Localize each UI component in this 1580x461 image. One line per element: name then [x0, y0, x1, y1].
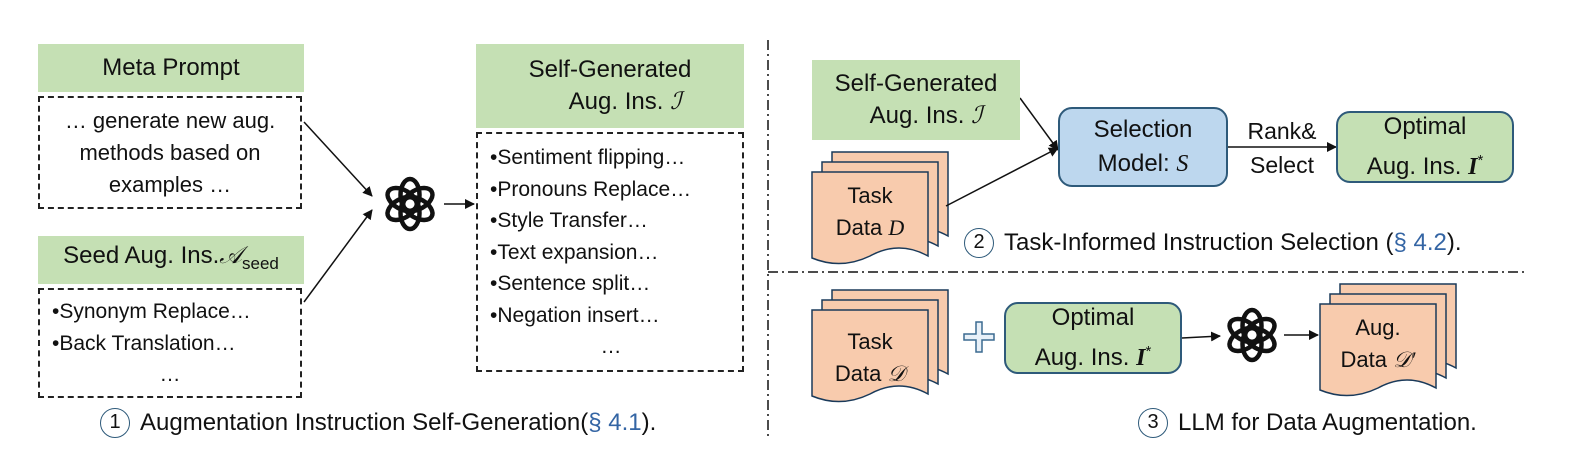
list-item: •Style Transfer…	[490, 209, 648, 232]
list-item: …	[600, 335, 622, 358]
task-text: Data	[834, 361, 882, 386]
seed-title-sub: seed	[241, 253, 279, 273]
arrow-optimal-to-llm	[1181, 331, 1221, 342]
rank-select-label: Rank& Select	[1232, 114, 1332, 182]
self-gen-title-line1: Self-Generated	[528, 56, 692, 83]
rank-line1: Rank&	[1247, 118, 1317, 144]
list-item: …	[159, 363, 181, 386]
meta-prompt-line: … generate new aug.	[64, 107, 276, 133]
selection-line1: Selection	[1093, 116, 1193, 143]
section-ref-link[interactable]: § 4.2	[1393, 229, 1447, 256]
aug-line1: Aug.	[1355, 315, 1401, 340]
task-line2: Data D	[812, 212, 928, 244]
self-gen-line1: Self-Generated	[834, 70, 998, 97]
seed-header: Seed Aug. Ins.𝒜seed	[38, 236, 304, 284]
optimal-box-2: Optimal Aug. Ins. I*	[1336, 111, 1514, 183]
openai-logo-icon	[384, 179, 437, 229]
selection-math: S	[1176, 151, 1189, 177]
optimal-text: Aug. Ins.	[1034, 344, 1130, 371]
seed-title-text: Seed Aug. Ins.	[63, 242, 220, 270]
openai-logo-icon	[1226, 310, 1279, 360]
list-item: •Pronouns Replace…	[490, 177, 692, 201]
task-line1: Task	[847, 329, 893, 354]
task-text: Data	[835, 215, 883, 240]
self-gen-header: Self-Generated Aug. Ins. ℐ	[476, 44, 744, 128]
aug-line2: Data 𝒟′	[1320, 344, 1436, 376]
task-line2: Data 𝒟	[812, 358, 928, 390]
meta-prompt-line: methods based on	[79, 139, 261, 165]
seed-title: Seed Aug. Ins.𝒜seed	[63, 240, 279, 280]
task-line1: Task	[847, 183, 893, 208]
aug-text: Data	[1340, 347, 1387, 372]
caption-section3: 3 LLM for Data Augmentation.	[1138, 408, 1477, 438]
selection-model-box: Selection Model: S	[1058, 107, 1228, 187]
self-gen-text: Aug. Ins.	[869, 102, 965, 129]
meta-prompt-header: Meta Prompt	[38, 44, 304, 92]
optimal-sup: *	[1477, 152, 1484, 169]
list-item: •Sentence split…	[490, 272, 651, 295]
list-item: •Synonym Replace…	[52, 300, 251, 323]
list-item: •Negation insert…	[490, 303, 660, 327]
selection-line2: Model: S	[1098, 147, 1189, 181]
caption-end: ).	[1446, 229, 1462, 256]
self-gen-math: ℐ	[971, 103, 983, 129]
selection-text: Model:	[1097, 150, 1170, 177]
list-item: •Back Translation…	[52, 331, 236, 355]
self-gen-list: •Sentiment flipping… •Pronouns Replace… …	[476, 132, 744, 372]
arrow-seed-to-llm	[303, 209, 373, 303]
self-gen-title-text: Aug. Ins.	[568, 88, 664, 115]
arrow-selfgen-to-selection	[1019, 97, 1059, 151]
caption-text: LLM for Data Augmentation.	[1178, 409, 1477, 436]
task-math: 𝒟	[887, 361, 906, 386]
optimal-line2: Aug. Ins. I*	[1035, 335, 1152, 375]
caption-text: Augmentation Instruction Self-Generation…	[140, 409, 589, 436]
optimal-line1: Optimal	[1383, 113, 1467, 140]
list-item: •Sentiment flipping…	[490, 146, 686, 169]
seed-title-math: 𝒜	[219, 243, 242, 270]
step-number-1: 1	[100, 408, 130, 438]
optimal-line1: Optimal	[1051, 304, 1135, 331]
meta-prompt-line: examples …	[108, 171, 232, 197]
self-gen-header-2: Self-Generated Aug. Ins. ℐ	[812, 60, 1020, 140]
task-data-label-2: Task Data D	[812, 180, 928, 244]
caption-end: ).	[641, 409, 657, 436]
section-ref-link[interactable]: § 4.1	[588, 409, 642, 436]
optimal-line2: Aug. Ins. I*	[1367, 144, 1484, 184]
aug-data-label: Aug. Data 𝒟′	[1320, 312, 1436, 376]
step-number-2: 2	[964, 228, 994, 258]
optimal-text: Aug. Ins.	[1366, 153, 1462, 180]
task-math: D	[888, 215, 905, 240]
seed-list: •Synonym Replace… •Back Translation… …	[38, 288, 302, 398]
list-item: •Text expansion…	[490, 240, 659, 264]
caption-section2: 2 Task-Informed Instruction Selection (§ …	[964, 228, 1462, 258]
optimal-math: I	[1136, 345, 1146, 371]
arrow-meta-to-llm	[303, 121, 373, 197]
optimal-math: I	[1468, 154, 1478, 180]
caption-text: Task-Informed Instruction Selection (	[1004, 229, 1394, 256]
self-gen-title-line2: Aug. Ins. ℐ	[539, 86, 682, 118]
aug-math: 𝒟′	[1393, 347, 1416, 372]
step-number-3: 3	[1138, 408, 1168, 438]
task-data-label-3: Task Data 𝒟	[812, 326, 928, 390]
self-gen-title-math: ℐ	[670, 89, 682, 115]
plus-icon	[963, 321, 995, 353]
optimal-box-3: Optimal Aug. Ins. I*	[1004, 302, 1182, 374]
caption-section1: 1 Augmentation Instruction Self-Generatio…	[100, 408, 656, 438]
meta-prompt-title: Meta Prompt	[102, 54, 240, 81]
meta-prompt-body: … generate new aug. methods based on exa…	[38, 96, 302, 209]
rank-line2: Select	[1250, 152, 1314, 178]
arrow-task-to-selection	[945, 147, 1059, 207]
optimal-sup: *	[1145, 343, 1152, 360]
self-gen-line2: Aug. Ins. ℐ	[850, 100, 983, 132]
